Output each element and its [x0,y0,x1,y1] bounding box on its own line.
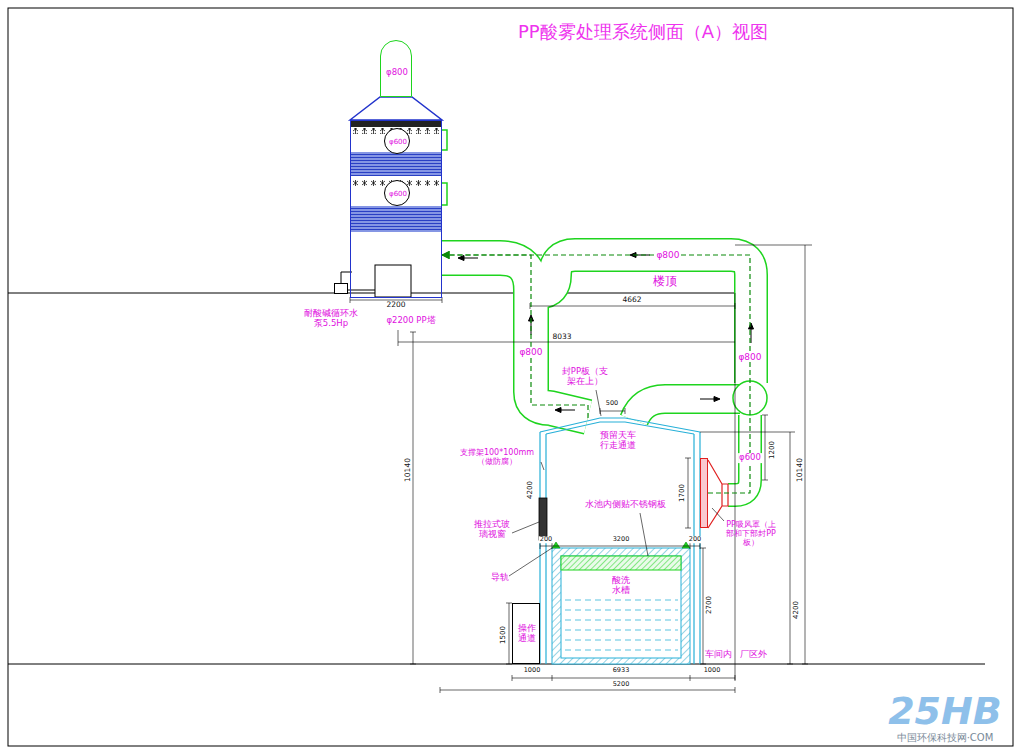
dimension: 8033 [552,333,571,342]
hood-funnel [708,460,728,528]
dimension: 3200 [612,536,631,543]
dimension: 2700 [705,596,713,614]
operation-walkway: 操作通道 [512,603,540,664]
building-label: 预留天车行走通道 [599,431,637,451]
hood-label: PP吸风罩（上部和下部封PP板） [726,520,776,548]
note-label: 封PP板（支架在上） [558,367,612,387]
tower-cone [350,97,442,120]
return-duct [540,255,751,383]
dimension: 4662 [622,296,641,305]
flow-arrow [700,397,720,402]
dimension: 4200 [526,481,534,499]
mist-eliminator [351,121,441,127]
dimension: 1000 [704,667,721,674]
flow-arrow [458,256,478,261]
water [565,600,678,650]
airflow-connector [442,255,588,418]
access-door [442,130,447,205]
dimension: 10140 [796,458,805,482]
tank-wall [552,548,690,664]
note-label: 推拉式玻璃视窗 [474,520,510,540]
dimension: 5200 [613,681,630,688]
pump-label: 耐酸碱循环水泵5.5Hp [303,309,359,329]
dimension: 1700 [678,484,686,502]
dimension: 1000 [524,667,541,674]
duct-size: φ600 [738,453,762,463]
leader-lines [509,390,724,576]
duct-size: φ800 [655,250,680,260]
tank-label: 酸洗水槽 [611,576,631,596]
manhole-size: φ600 [389,138,407,146]
note-label: 支撑架100*100mm（做防腐） [457,448,537,466]
packing-layer [351,206,441,232]
spray-manhole: φ600 [384,128,410,154]
dimension: 200 [539,536,553,543]
sliding-window [539,498,547,540]
pickling-tank: 酸洗水槽 [552,548,690,664]
tower-label: φ2200 PP塔 [386,316,435,326]
area-label: 车间内 [705,650,732,660]
note-label: 导轨 [491,573,509,583]
circulation-pump: 耐酸碱循环水泵5.5Hp [334,283,348,294]
watermark: 25HB [888,690,1002,734]
watermark: 中国环保科技网·COM [897,732,994,744]
exhaust-stack: φ800 [380,40,412,97]
area-label: 厂区外 [740,650,767,660]
dimension: 10140 [404,458,413,482]
roof-label: 楼顶 [653,275,677,289]
suction-hood: PP吸风罩（上部和下部封PP板） [700,458,708,528]
drawing-title: PP酸雾处理系统侧面（A）视图 [518,20,768,44]
note-label: 水池内侧贴不锈钢板 [585,500,666,510]
dimension: 2200 [386,301,405,310]
flow-arrow [555,408,575,413]
dimension: 4200 [792,601,800,619]
tank-inside [561,556,681,658]
roof-duct-inside [634,399,740,420]
packing-layer [351,152,441,176]
roof-line [8,293,735,294]
walkway-label: 操作通道 [518,624,537,644]
building-wall [540,432,700,664]
dimension: 200 [688,536,702,543]
sump-tank [375,265,411,297]
dimension-lines [350,245,812,693]
return-duct-inside [540,255,751,383]
scrubber-tower: φ2200 PP塔φ600φ600 [350,120,442,298]
manhole-size: φ600 [389,190,407,198]
ground-line [8,664,985,665]
dimension: 500 [606,400,618,407]
flow-arrow [749,323,754,343]
roof-duct [634,399,740,420]
duct-size: φ800 [518,347,543,357]
duct-size: φ800 [386,68,408,78]
steel-lining [561,556,681,570]
dimension: 6933 [613,667,630,674]
spray-manhole: φ600 [384,180,410,206]
duct-size: φ800 [737,352,762,362]
sheet-frame [8,8,1013,746]
flow-arrows [458,253,754,413]
dimension: 1200 [768,441,776,459]
dimension: 1500 [499,626,507,644]
